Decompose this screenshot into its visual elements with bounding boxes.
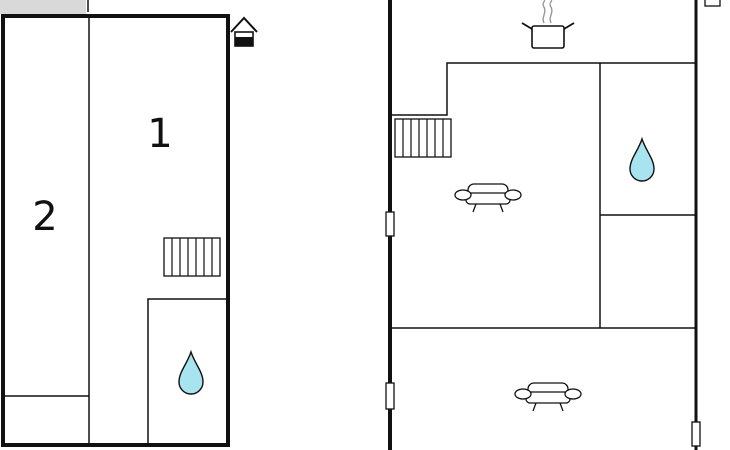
- stairs-icon: [394, 118, 452, 158]
- bathroom-upper-wall: [147, 298, 226, 445]
- sofa-icon: [514, 382, 582, 412]
- left-floor-outer-wall: [1, 14, 230, 447]
- cooking-pot-icon: [521, 0, 575, 49]
- room-label-1: 1: [147, 111, 172, 157]
- window-marker-icon: [385, 211, 395, 237]
- water-drop-icon: [629, 138, 655, 182]
- water-drop-icon: [178, 351, 204, 395]
- left-floor: 1 2: [0, 0, 258, 447]
- window-marker-icon: [704, 0, 721, 7]
- window-marker-icon: [385, 382, 395, 410]
- right-floor: [385, 0, 721, 450]
- house-entrance-icon: [230, 16, 258, 47]
- balcony-strip: [0, 0, 86, 14]
- room-label-2: 2: [32, 194, 57, 240]
- window-marker-icon: [691, 421, 701, 447]
- living-room-top-wall: [390, 62, 696, 116]
- stairs-icon: [163, 237, 221, 277]
- sofa-icon: [454, 183, 522, 213]
